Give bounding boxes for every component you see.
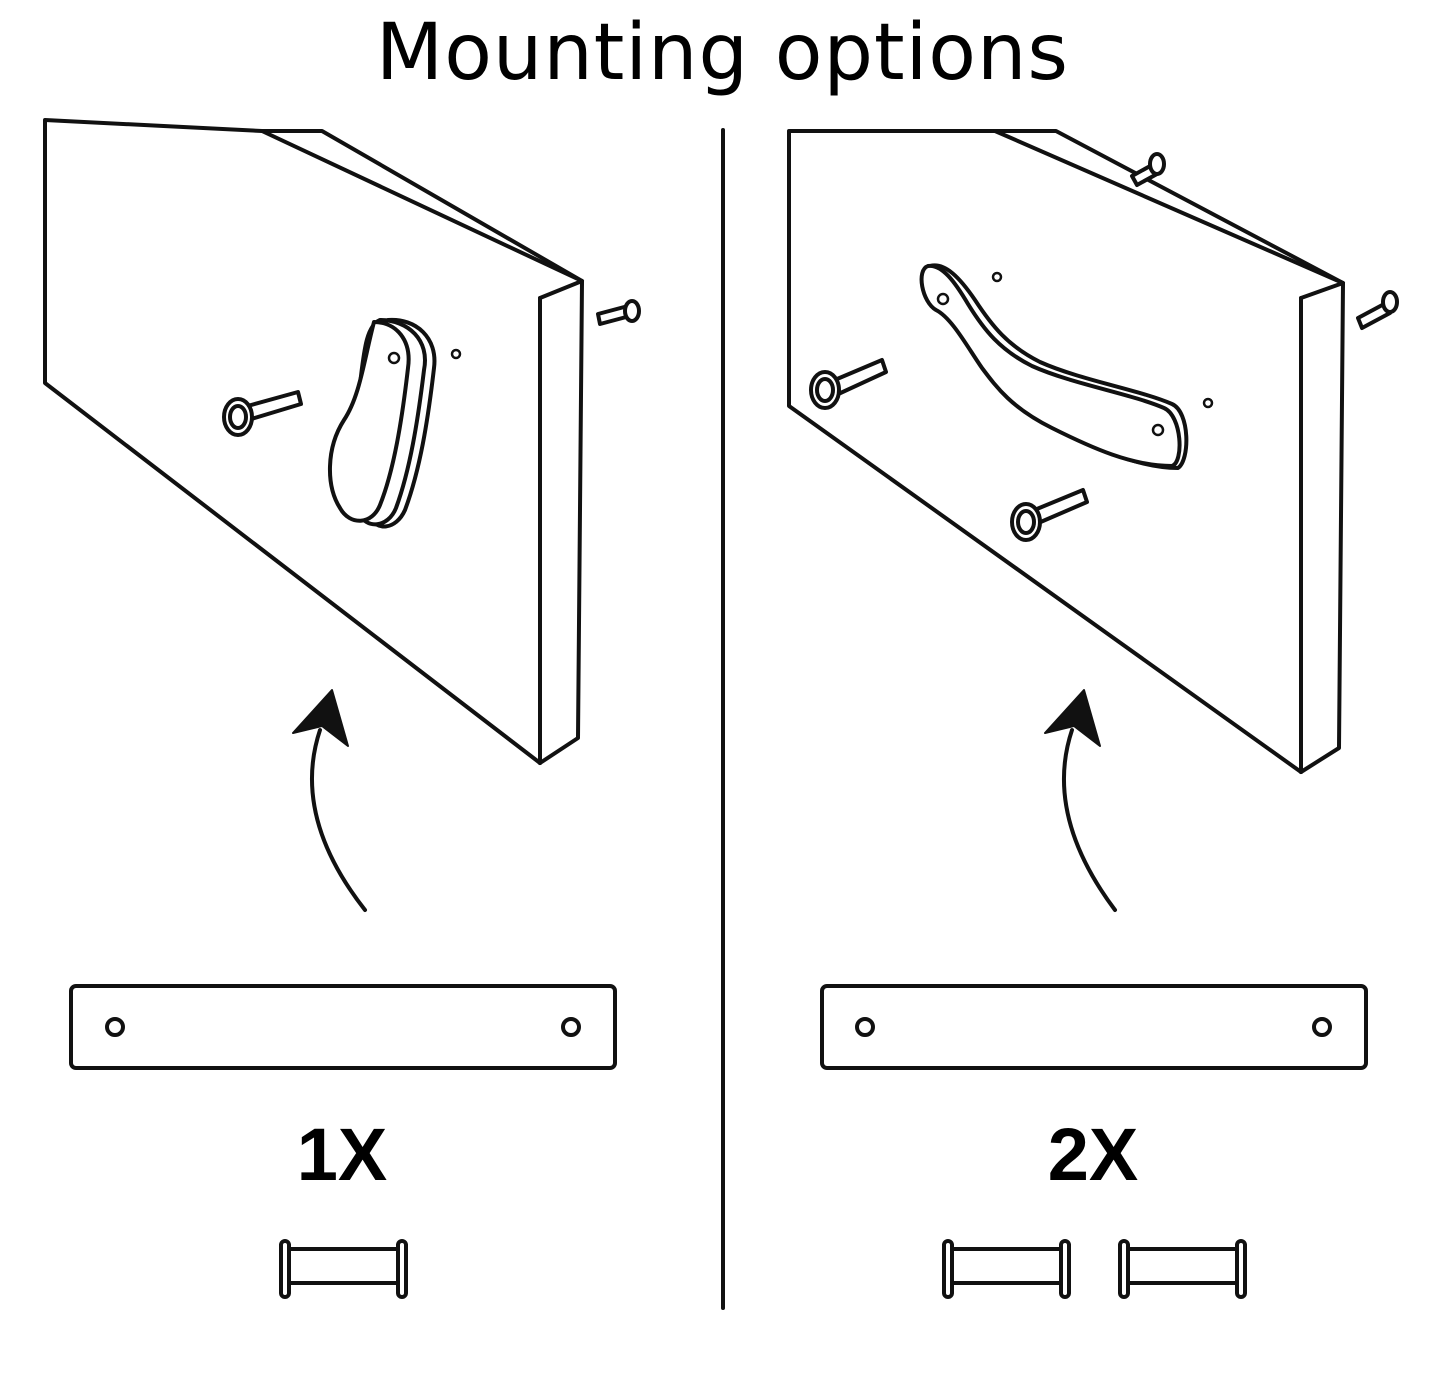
option-1-strap [69, 984, 617, 1070]
option-2-board [787, 129, 1345, 774]
option-2-screw-icon-1 [942, 1239, 1071, 1299]
option-2-screw-icon-2 [1118, 1239, 1247, 1299]
option-2-handle [919, 263, 1214, 470]
option-1-handle [328, 317, 462, 529]
option-2-screw-inside-bottom [1010, 488, 1089, 542]
option-1-screw-edge [596, 299, 641, 326]
option-1-arrow [292, 689, 367, 912]
option-2-screw-edge-top [1130, 152, 1166, 187]
option-1-board [43, 118, 584, 765]
option-1-screw-inside [222, 390, 303, 437]
option-2-arrow [1044, 689, 1117, 912]
option-2-strap [820, 984, 1368, 1070]
page-title: Mounting options [375, 8, 1070, 98]
option-2-screw-inside-top [809, 358, 888, 410]
option-2-count-label: 2X [1047, 1113, 1139, 1196]
option-1-screw-icon [279, 1239, 408, 1299]
option-2-screw-edge-right [1356, 290, 1399, 330]
option-1-count-label: 1X [296, 1113, 388, 1196]
